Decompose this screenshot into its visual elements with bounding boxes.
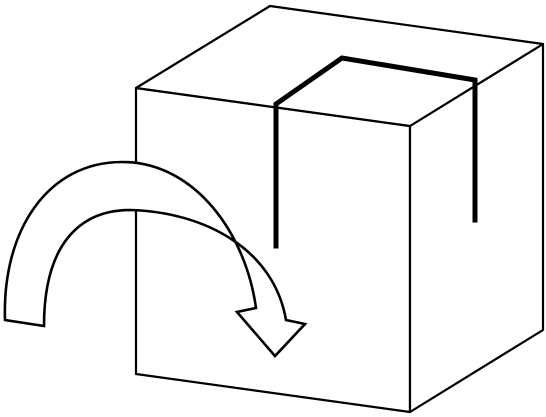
tape-mark — [273, 55, 478, 249]
box-front-face — [134, 86, 412, 414]
box-top-face — [134, 4, 545, 128]
curved-arrow — [3, 160, 308, 358]
box-icon — [134, 4, 545, 414]
tape-strip-top — [273, 55, 478, 249]
rotate-arrow-icon — [3, 160, 308, 358]
